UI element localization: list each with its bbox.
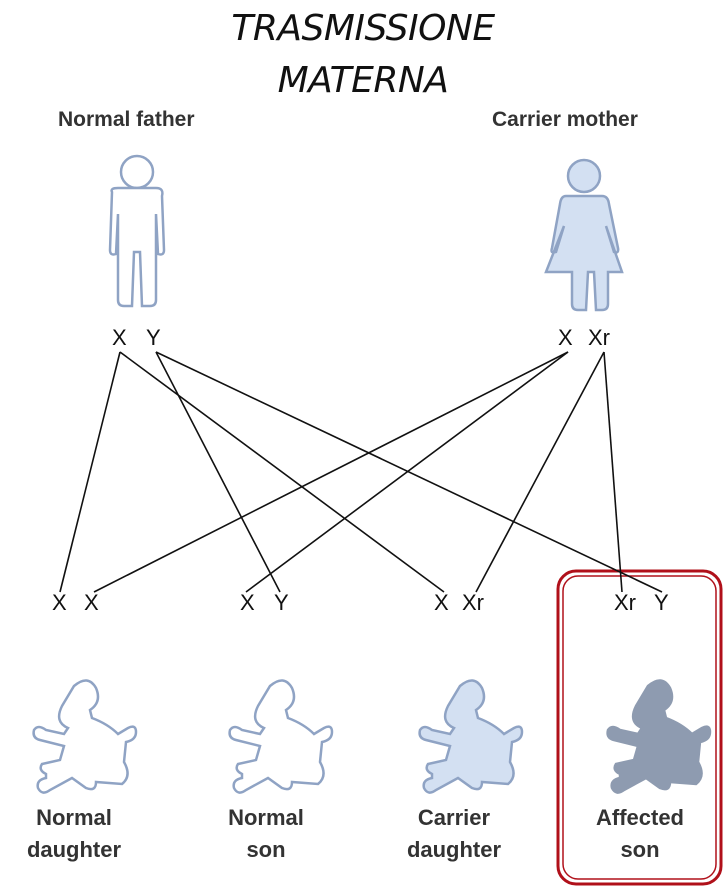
baby-normal-daughter <box>34 680 136 792</box>
child3-allele-2: Xr <box>462 590 484 616</box>
child4-label: Affected son <box>560 802 720 866</box>
mother-allele-2: Xr <box>588 325 610 351</box>
line-mother-xr-to-child4 <box>604 352 622 592</box>
child3-label-line1: Carrier <box>374 802 534 834</box>
line-mother-x-to-child2 <box>246 352 568 592</box>
child1-label-line2: daughter <box>0 834 154 866</box>
line-father-x-to-child1 <box>60 352 120 592</box>
line-mother-x-to-child1 <box>94 352 568 592</box>
baby-carrier-daughter <box>420 680 522 792</box>
father-allele-2: Y <box>146 325 161 351</box>
line-father-y-to-child2 <box>156 352 280 592</box>
inheritance-lines <box>60 352 662 592</box>
child2-allele-2: Y <box>274 590 289 616</box>
baby-affected-son <box>608 680 710 792</box>
line-father-x-to-child3 <box>120 352 444 592</box>
father-figure <box>110 156 164 306</box>
child1-label: Normal daughter <box>0 802 154 866</box>
baby-normal-son <box>230 680 332 792</box>
child1-allele-2: X <box>84 590 99 616</box>
child4-label-line2: son <box>560 834 720 866</box>
child2-allele-1: X <box>240 590 255 616</box>
child2-label-line2: son <box>186 834 346 866</box>
child1-allele-1: X <box>52 590 67 616</box>
child2-label: Normal son <box>186 802 346 866</box>
child3-allele-1: X <box>434 590 449 616</box>
child3-label-line2: daughter <box>374 834 534 866</box>
father-allele-1: X <box>112 325 127 351</box>
child4-allele-2: Y <box>654 590 669 616</box>
child1-label-line1: Normal <box>0 802 154 834</box>
mother-allele-1: X <box>558 325 573 351</box>
child4-allele-1: Xr <box>614 590 636 616</box>
mother-figure <box>546 160 622 310</box>
child4-label-line1: Affected <box>560 802 720 834</box>
child3-label: Carrier daughter <box>374 802 534 866</box>
child2-label-line1: Normal <box>186 802 346 834</box>
line-father-y-to-child4 <box>156 352 662 592</box>
